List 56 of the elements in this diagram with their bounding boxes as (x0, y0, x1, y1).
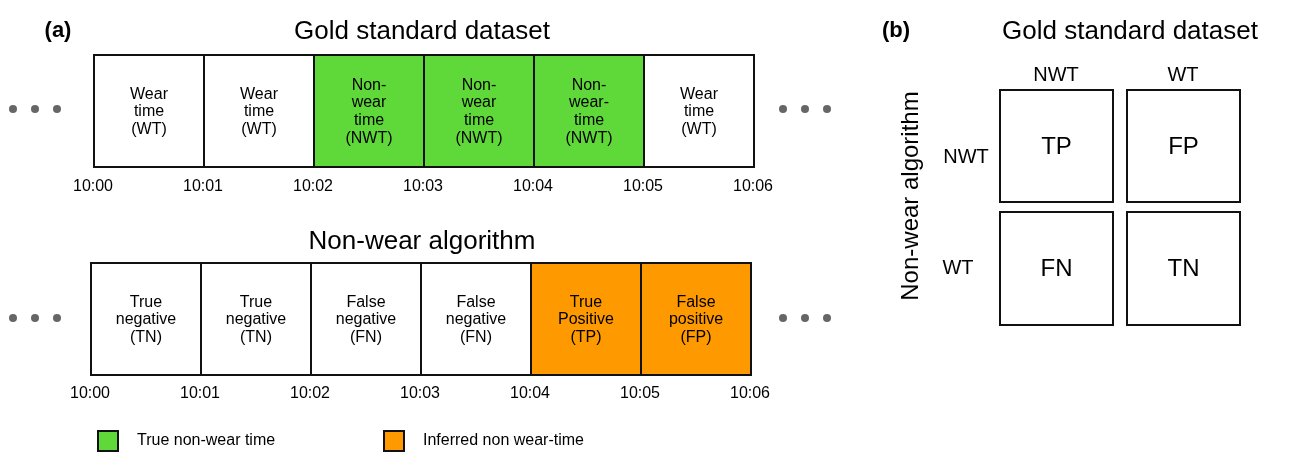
time-tick-label: 10:06 (733, 177, 773, 195)
time-tick-label: 10:04 (510, 384, 550, 402)
interval-label: Non-wear-time (NWT) (564, 75, 614, 147)
interval-label: Wear time (WT) (239, 84, 279, 138)
time-tick-label: 10:01 (180, 384, 220, 402)
legend-label: True non-wear time (137, 431, 276, 449)
matrix-cell (1126, 89, 1241, 203)
interval-label: Non-wear time (NWT) (454, 75, 504, 147)
row-header: NWT (943, 144, 989, 168)
time-tick-label: 10:05 (620, 384, 660, 402)
time-tick-label: 10:01 (183, 177, 223, 195)
time-tick-label: 10:06 (730, 384, 770, 402)
time-tick-label: 10:00 (70, 384, 110, 402)
row-header: WT (942, 255, 974, 279)
time-interval-cell (423, 54, 535, 168)
time-interval-cell (90, 262, 202, 376)
interval-label: True negative (TN) (114, 292, 178, 346)
cell-label: TP (1041, 132, 1072, 160)
interval-label: Wear time (WT) (129, 84, 169, 138)
interval-label: Wear time (WT) (679, 84, 719, 138)
time-tick-label: 10:05 (623, 177, 663, 195)
row-title: Non-wear algorithm (308, 224, 536, 256)
time-tick-label: 10:04 (513, 177, 553, 195)
time-interval-cell (200, 262, 312, 376)
time-interval-cell (93, 54, 205, 168)
interval-label: False negative (FN) (444, 292, 508, 346)
matrix-cell (1126, 211, 1241, 326)
matrix-cell (999, 211, 1114, 326)
time-interval-cell (533, 54, 645, 168)
time-interval-cell (313, 54, 425, 168)
cell-label: FN (1040, 255, 1073, 282)
time-interval-cell (530, 262, 642, 376)
interval-label: False negative (FN) (334, 292, 398, 346)
time-interval-cell (310, 262, 422, 376)
time-interval-cell (643, 54, 755, 168)
panel-title: Gold standard dataset (1002, 14, 1258, 46)
time-interval-cell (640, 262, 752, 376)
axis-title: Non-wear algorithm (896, 91, 924, 301)
legend-label: Inferred non wear-time (423, 431, 584, 449)
interval-label: Non-wear time (NWT) (344, 75, 394, 147)
time-tick-label: 10:02 (290, 384, 330, 402)
cell-label: FP (1168, 132, 1199, 160)
time-tick-label: 10:03 (400, 384, 440, 402)
panel-title: Gold standard dataset (294, 14, 550, 46)
interval-label: True negative (TN) (224, 292, 288, 346)
column-header: WT (1167, 62, 1199, 86)
matrix-cell (999, 89, 1114, 203)
interval-label: True Positive (TP) (557, 292, 615, 346)
time-tick-label: 10:00 (73, 177, 113, 195)
panel-label: (a) (44, 17, 72, 43)
panel-label: (b) (881, 17, 911, 43)
time-tick-label: 10:02 (293, 177, 333, 195)
time-tick-label: 10:03 (403, 177, 443, 195)
column-header: NWT (1033, 62, 1079, 86)
interval-label: False positive (FP) (667, 292, 725, 346)
cell-label: TN (1167, 255, 1200, 282)
